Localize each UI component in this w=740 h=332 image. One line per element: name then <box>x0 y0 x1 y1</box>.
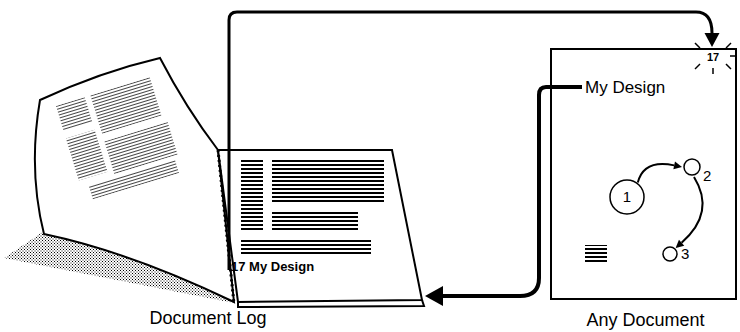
step-number: 2 <box>703 167 711 184</box>
caption: Document Log <box>108 308 308 329</box>
flow-arrow <box>638 161 682 182</box>
flow-arrow <box>425 87 550 306</box>
leader-line <box>228 150 231 270</box>
document-page: 17My DesignAny Document123 <box>550 48 737 300</box>
step-circle: 3 <box>662 246 678 262</box>
caption: Any Document <box>552 310 739 331</box>
sparkle <box>695 43 737 74</box>
step-circle: 1 <box>609 179 645 215</box>
circle-outline <box>683 158 701 176</box>
step-circle: 2 <box>683 158 701 176</box>
page-stack <box>238 300 424 307</box>
book-spine <box>218 150 234 304</box>
log-number: 17 <box>707 51 719 64</box>
flow-arrow <box>229 12 720 150</box>
curled-page-text <box>56 76 183 201</box>
curled-page <box>35 58 234 302</box>
document-log: 17 My DesignDocument Log <box>215 150 425 304</box>
step-number: 3 <box>681 245 689 262</box>
log-entry: 17 My Design <box>231 260 314 275</box>
flow-arrow <box>676 177 703 248</box>
circle-outline <box>662 246 678 262</box>
right-page-text <box>241 158 384 256</box>
text-block <box>585 245 607 263</box>
leader-line <box>550 85 582 89</box>
step-number: 1 <box>609 188 645 205</box>
document-title: My Design <box>585 78 665 98</box>
right-page <box>218 150 422 302</box>
